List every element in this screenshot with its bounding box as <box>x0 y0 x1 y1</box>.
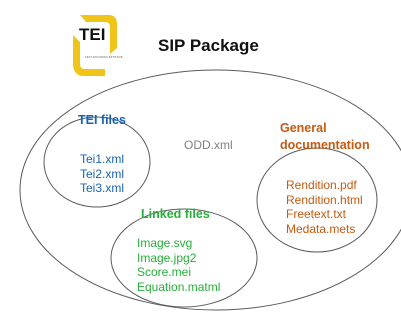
general-doc-item: Rendition.pdf <box>286 178 357 192</box>
tei-files-heading: TEI files <box>78 113 126 127</box>
general-heading-line1: General <box>280 121 327 135</box>
general-heading-line2: documentation <box>280 138 370 152</box>
diagram-title: SIP Package <box>158 36 259 55</box>
general-doc-item: Rendition.html <box>286 192 363 207</box>
general-documentation-group <box>256 147 378 253</box>
linked-file-item: Score.mei <box>137 265 192 279</box>
sip-package-boundary <box>19 69 401 311</box>
tei-file-item: Tei1.xml <box>80 152 125 166</box>
linked-files-group <box>110 208 258 308</box>
logo-frame <box>73 35 105 76</box>
linked-file-item: Equation.matml <box>137 279 221 294</box>
logo-text: TEI <box>79 25 105 44</box>
logo-tagline: TEXT ENCODING INITIATIVE <box>85 55 123 59</box>
logo-frame-top <box>80 15 117 54</box>
linked-file-item: Image.svg <box>137 236 193 250</box>
linked-files-list: Image.svg Image.jpg2 Score.mei Equation.… <box>137 236 220 294</box>
linked-files-heading: Linked files <box>141 207 210 221</box>
tei-file-item: Tei2.xml <box>80 166 125 181</box>
linked-file-item: Image.jpg2 <box>137 250 197 265</box>
general-doc-item: Medata.mets <box>286 221 356 236</box>
tei-files-group <box>43 116 151 208</box>
tei-file-item: Tei3.xml <box>80 181 125 195</box>
tei-logo: TEI TEXT ENCODING INITIATIVE <box>73 15 123 76</box>
tei-files-list: Tei1.xml Tei2.xml Tei3.xml <box>80 152 124 196</box>
odd-file-label: ODD.xml <box>184 138 233 152</box>
general-documentation-list: Rendition.pdf Rendition.html Freetext.tx… <box>286 178 363 236</box>
general-doc-item: Freetext.txt <box>286 207 347 221</box>
general-documentation-heading: General documentation <box>280 120 370 154</box>
